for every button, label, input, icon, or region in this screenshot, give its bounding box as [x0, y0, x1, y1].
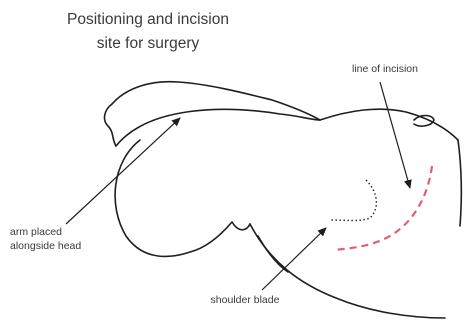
label-line-of-incision: line of incision	[352, 63, 418, 75]
title-line-2: site for surgery	[97, 35, 200, 52]
label-arm-placed-line-2: alongside head	[10, 240, 81, 252]
label-arm-placed-line-1: arm placed	[10, 226, 62, 238]
patient-body-illustration	[105, 82, 462, 318]
arrow-line-of-incision	[380, 82, 410, 188]
incision-line	[334, 166, 432, 250]
hand-outline	[105, 104, 116, 146]
arm-upper-outline	[112, 82, 320, 120]
body-right-outline	[458, 140, 461, 226]
arm-inner-outline	[116, 109, 320, 146]
title-line-1: Positioning and incision	[67, 11, 229, 28]
arm-lower-outline	[115, 140, 250, 256]
arrow-shoulder-blade	[262, 228, 326, 290]
label-shoulder-blade: shoulder blade	[211, 294, 280, 306]
arrow-arm-placed	[66, 118, 180, 224]
shoulder-blade-outline	[330, 180, 376, 221]
